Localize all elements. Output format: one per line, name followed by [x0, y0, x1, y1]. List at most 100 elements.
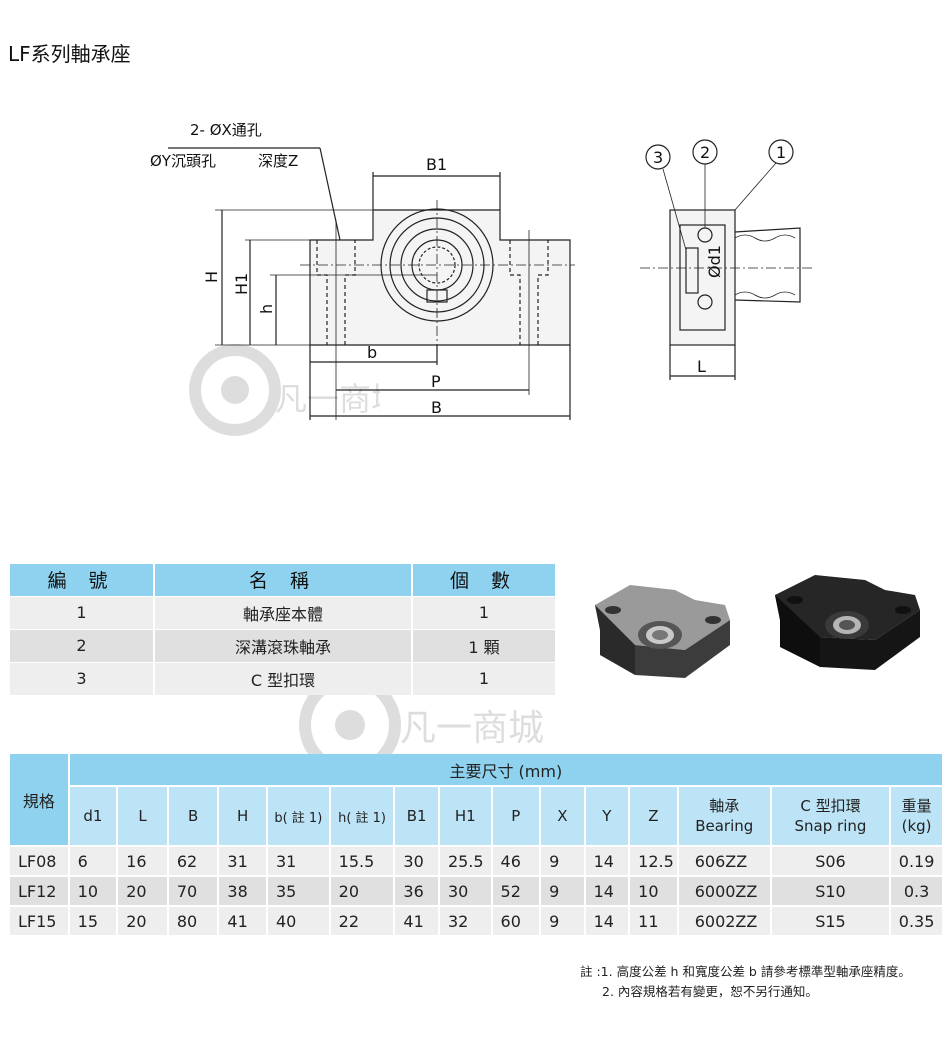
main-dimensions-header: 主要尺寸 (mm)	[68, 754, 945, 787]
cell-h: 41	[218, 906, 268, 937]
product-photo-silver	[595, 585, 730, 678]
footnote-2: 2. 內容規格若有變更，恕不另行通知。	[602, 984, 818, 999]
product-photo-black	[775, 575, 920, 670]
cell-bearing: 6000ZZ	[677, 876, 772, 907]
cell-snap-ring: S10	[770, 876, 892, 907]
cell-h-small: 15.5	[329, 846, 396, 877]
balloon-2-label: 2	[700, 143, 710, 162]
part-qty: 1 顆	[412, 628, 557, 662]
cell-z: 10	[629, 876, 679, 907]
watermark-text: 凡一商城	[400, 708, 544, 749]
cell-b: 62	[167, 846, 220, 877]
cell-y: 14	[584, 876, 631, 907]
snap-header-en: Snap ring	[794, 817, 867, 835]
part-name: 深溝滾珠軸承	[154, 628, 413, 662]
cell-b-small: 31	[266, 846, 331, 877]
cell-d1: 6	[68, 846, 119, 877]
cell-l: 16	[117, 846, 169, 877]
balloon-1-label: 1	[776, 143, 786, 162]
cell-h-small: 20	[329, 876, 396, 907]
cell-d1: 15	[68, 906, 119, 937]
col-header: h( 註 1)	[329, 786, 396, 847]
col-header: X	[540, 786, 586, 847]
hole-note-2: ØY沉頭孔	[150, 152, 216, 170]
bearing-header-zh: 軸承	[709, 797, 740, 815]
parts-header-row: 編 號 名 稱 個 數	[10, 564, 557, 596]
spec-header: 規格	[10, 754, 70, 847]
housing-front-outline	[309, 209, 571, 346]
drawing-svg: 2- ØX通孔 ØY沉頭孔 深度Z B1 H H1 h b P B Ød1 L …	[150, 121, 815, 420]
cell-x: 9	[540, 846, 586, 877]
cell-b: 70	[167, 876, 220, 907]
footnotes: 註 :1. 高度公差 h 和寬度公差 b 請參考標準型軸承座精度。 2. 內容規…	[580, 962, 911, 1002]
part-no: 3	[10, 661, 155, 695]
dim-b-small-label: b	[367, 343, 377, 362]
dim-h-label: H	[202, 271, 221, 283]
cell-b-small: 40	[266, 906, 331, 937]
spec-cell: LF12	[10, 876, 70, 907]
cell-b-small: 35	[266, 876, 331, 907]
cell-h: 38	[218, 876, 268, 907]
cell-b: 80	[167, 906, 220, 937]
cell-snap-ring: S15	[770, 906, 892, 937]
dimension-table: 規格 主要尺寸 (mm) d1 L B H b( 註 1) h( 註 1) B1…	[10, 754, 945, 937]
hole-note-3: 深度Z	[258, 152, 298, 170]
cell-b1: 41	[394, 906, 440, 937]
col-header: B1	[394, 786, 440, 847]
part-name: 軸承座本體	[154, 595, 413, 629]
technical-drawing: 2- ØX通孔 ØY沉頭孔 深度Z B1 H H1 h b P B Ød1 L …	[0, 100, 950, 480]
col-header: H1	[438, 786, 493, 847]
cell-y: 14	[584, 906, 631, 937]
cell-b1: 30	[394, 846, 440, 877]
part-no: 2	[10, 628, 155, 662]
cell-z: 11	[629, 906, 679, 937]
table-row: 2 深溝滾珠軸承 1 顆	[10, 628, 557, 662]
dim-h1-label: H1	[232, 273, 251, 295]
footnote-1: 註 :1. 高度公差 h 和寬度公差 b 請參考標準型軸承座精度。	[580, 964, 911, 979]
col-header: B	[167, 786, 220, 847]
cell-l: 20	[117, 906, 169, 937]
snap-ring-header: C 型扣環 Snap ring	[770, 786, 892, 847]
parts-header-name: 名 稱	[154, 564, 413, 596]
cell-h1: 30	[438, 876, 493, 907]
weight-header: 重量 (kg)	[890, 786, 944, 847]
dim-b1-label: B1	[426, 155, 447, 174]
cell-p: 60	[491, 906, 542, 937]
col-header: Z	[629, 786, 679, 847]
col-header: b( 註 1)	[266, 786, 331, 847]
cell-h: 31	[218, 846, 268, 877]
parts-table: 編 號 名 稱 個 數 1 軸承座本體 1 2 深溝滾珠軸承 1 顆 3 C 型…	[10, 564, 557, 695]
cell-weight: 0.19	[890, 846, 944, 877]
cell-d1: 10	[68, 876, 119, 907]
col-header: H	[218, 786, 268, 847]
cell-weight: 0.3	[890, 876, 944, 907]
cell-z: 12.5	[629, 846, 679, 877]
table-row: LF15 15 20 80 41 40 22 41 32 60 9 14 11 …	[10, 906, 944, 937]
part-no: 1	[10, 595, 155, 629]
part-name: C 型扣環	[154, 661, 413, 695]
dim-l-label: L	[697, 357, 706, 376]
hole-note-1: 2- ØX通孔	[190, 121, 262, 139]
col-header: L	[117, 786, 169, 847]
cell-l: 20	[117, 876, 169, 907]
cell-h1: 32	[438, 906, 493, 937]
snap-header-zh: C 型扣環	[800, 797, 861, 815]
page-title: LF系列軸承座	[8, 42, 131, 66]
weight-header-zh: 重量	[901, 797, 932, 815]
part-qty: 1	[412, 661, 557, 695]
cell-bearing: 6002ZZ	[677, 906, 772, 937]
dim-h-small-label: h	[257, 304, 276, 314]
balloon-3-label: 3	[653, 148, 663, 167]
col-header: P	[491, 786, 542, 847]
cell-h1: 25.5	[438, 846, 493, 877]
part-qty: 1	[412, 595, 557, 629]
cell-x: 9	[540, 906, 586, 937]
cell-p: 46	[491, 846, 542, 877]
weight-header-unit: (kg)	[901, 817, 932, 835]
spec-cell: LF08	[10, 846, 70, 877]
product-photos	[595, 575, 920, 678]
col-header: d1	[68, 786, 119, 847]
cell-p: 52	[491, 876, 542, 907]
table-row: 3 C 型扣環 1	[10, 661, 557, 695]
